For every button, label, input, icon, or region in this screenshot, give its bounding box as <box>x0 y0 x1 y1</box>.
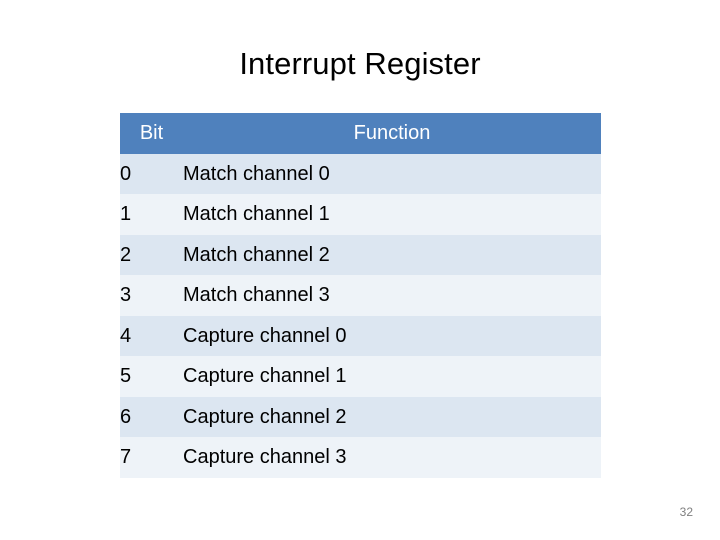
column-header-function: Function <box>183 113 601 154</box>
cell-bit: 3 <box>120 275 183 316</box>
cell-bit: 2 <box>120 234 183 275</box>
cell-bit: 4 <box>120 315 183 356</box>
cell-function: Match channel 1 <box>183 194 601 235</box>
table-row: 3 Match channel 3 <box>120 275 601 316</box>
table-row: 1 Match channel 1 <box>120 194 601 235</box>
table-row: 6 Capture channel 2 <box>120 396 601 437</box>
cell-bit: 6 <box>120 396 183 437</box>
table-row: 5 Capture channel 1 <box>120 356 601 397</box>
cell-function: Capture channel 3 <box>183 437 601 478</box>
interrupt-register-table: Bit Function 0 Match channel 0 1 Match c… <box>120 113 601 478</box>
table-header-row: Bit Function <box>120 113 601 154</box>
cell-function: Capture channel 2 <box>183 396 601 437</box>
cell-function: Capture channel 1 <box>183 356 601 397</box>
table-row: 0 Match channel 0 <box>120 153 601 194</box>
cell-function: Match channel 2 <box>183 234 601 275</box>
cell-function: Capture channel 0 <box>183 315 601 356</box>
cell-bit: 1 <box>120 194 183 235</box>
cell-bit: 7 <box>120 437 183 478</box>
page-number: 32 <box>679 505 693 519</box>
cell-function: Match channel 0 <box>183 153 601 194</box>
cell-bit: 0 <box>120 153 183 194</box>
cell-bit: 5 <box>120 356 183 397</box>
cell-function: Match channel 3 <box>183 275 601 316</box>
column-header-bit: Bit <box>120 113 183 154</box>
table-row: 4 Capture channel 0 <box>120 315 601 356</box>
table-row: 7 Capture channel 3 <box>120 437 601 478</box>
table-row: 2 Match channel 2 <box>120 234 601 275</box>
page-title: Interrupt Register <box>239 46 481 81</box>
